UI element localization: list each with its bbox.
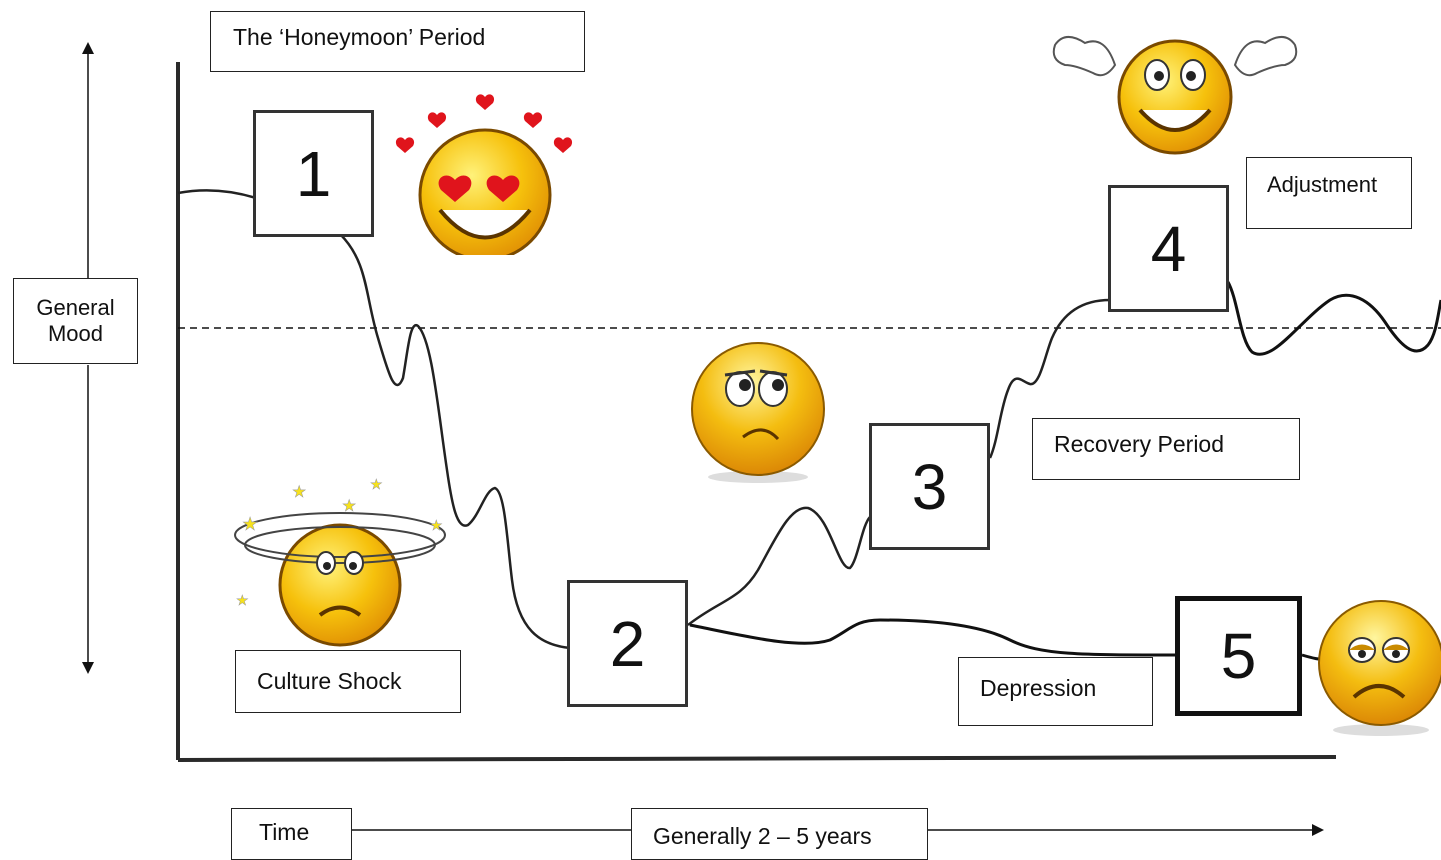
svg-text:★: ★ [242, 514, 258, 534]
doubtful-face-icon [691, 342, 825, 483]
duration-label: Generally 2 – 5 years [631, 808, 928, 860]
svg-text:★: ★ [292, 484, 306, 501]
x-axis [177, 755, 1337, 762]
svg-text:★: ★ [236, 592, 249, 608]
depression-label: Depression [958, 657, 1153, 726]
adjustment-label: Adjustment [1246, 157, 1412, 229]
mood-curve-rise [988, 298, 1111, 459]
mood-curve-decline [339, 233, 571, 650]
cheering-face-icon [1052, 36, 1298, 155]
stage-2-box: 2 [567, 580, 688, 707]
svg-text:★: ★ [430, 517, 443, 533]
stage-1-box: 1 [253, 110, 374, 237]
stage-3-box: 3 [869, 423, 990, 550]
in-love-face-icon [395, 94, 573, 255]
mood-curve-recovery [687, 506, 872, 626]
time-label: Time [231, 808, 352, 860]
svg-text:★: ★ [370, 476, 383, 492]
mood-curve-adjustment [1226, 281, 1441, 356]
stage-4-box: 4 [1108, 185, 1229, 312]
general-mood-line1: General [36, 295, 115, 320]
stage-5-box: 5 [1175, 596, 1302, 716]
mood-curve-start [177, 189, 257, 200]
sad-face-icon [1318, 600, 1441, 736]
mood-curve-depression [689, 618, 1176, 657]
dizzy-face-icon: ★ ★ ★ ★ ★ ★ [234, 476, 446, 647]
general-mood-label: General Mood [13, 278, 138, 364]
recovery-period-label: Recovery Period [1032, 418, 1300, 480]
honeymoon-label: The ‘Honeymoon’ Period [210, 11, 585, 72]
svg-text:★: ★ [342, 498, 356, 515]
culture-shock-label: Culture Shock [235, 650, 461, 713]
general-mood-line2: Mood [47, 321, 104, 346]
